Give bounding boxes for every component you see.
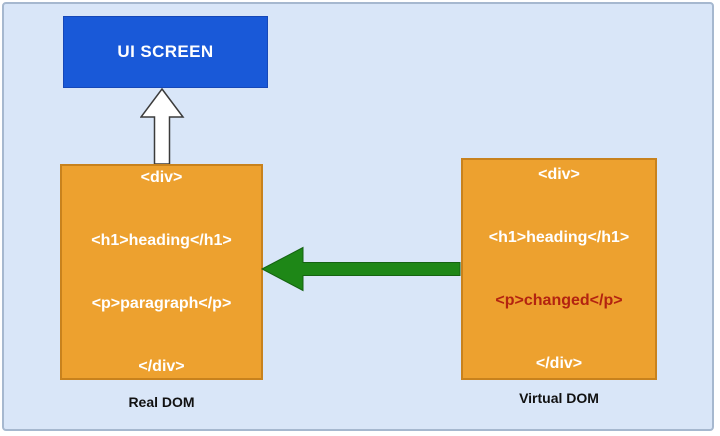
code-line: <p>paragraph</p> bbox=[91, 295, 232, 312]
ui-screen-label: UI SCREEN bbox=[117, 42, 214, 61]
real-dom-code: <div> <h1>heading</h1> <p>paragraph</p> … bbox=[91, 125, 232, 419]
code-line: <div> bbox=[140, 169, 183, 186]
ui-screen-box: UI SCREEN bbox=[63, 16, 268, 88]
code-line-changed: <p>changed</p> bbox=[495, 292, 623, 309]
real-dom-box: <div> <h1>heading</h1> <p>paragraph</p> … bbox=[60, 164, 263, 380]
code-line: <h1>heading</h1> bbox=[488, 229, 630, 246]
real-dom-label: Real DOM bbox=[128, 394, 195, 410]
diff-left-arrow-icon bbox=[261, 246, 461, 292]
code-line: </div> bbox=[138, 358, 185, 375]
virtual-dom-box: <div> <h1>heading</h1> <p>changed</p> </… bbox=[461, 158, 657, 380]
code-line: <div> bbox=[538, 166, 580, 183]
virtual-dom-code: <div> <h1>heading</h1> <p>changed</p> </… bbox=[489, 122, 630, 416]
code-line: </div> bbox=[535, 355, 583, 372]
virtual-dom-label: Virtual DOM bbox=[519, 390, 599, 406]
code-line: <h1>heading</h1> bbox=[91, 232, 232, 249]
